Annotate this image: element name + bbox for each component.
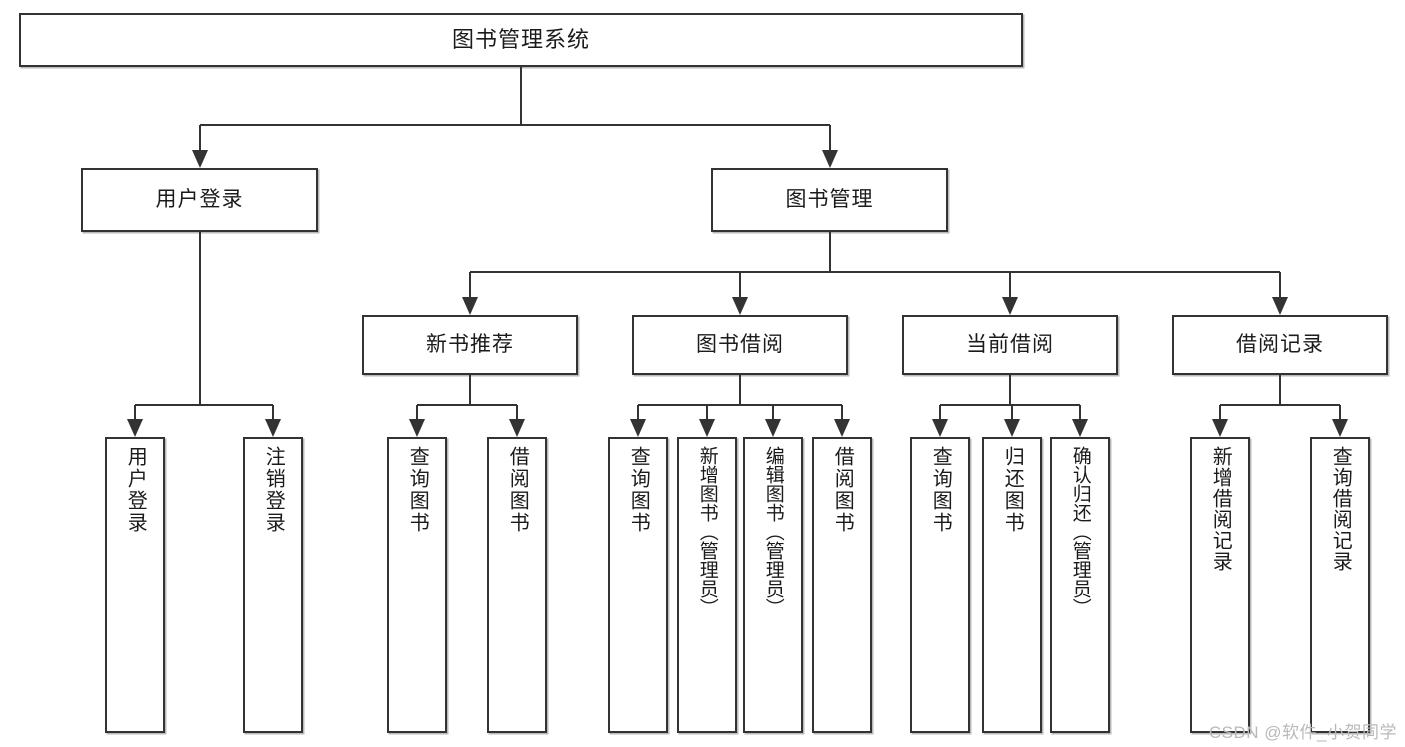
connector-new-book-recommend-stem (469, 375, 471, 405)
connector-current-borrow-bar (940, 404, 1080, 406)
leaf-label: 编辑图书（管理员） (762, 446, 784, 617)
connector-user-login-drop-1 (134, 405, 136, 419)
connector-current-borrow-drop (1079, 405, 1081, 419)
leaf-node-edit-book-admin[interactable]: 编辑图书（管理员） (743, 437, 803, 733)
arrowhead-leaf-edit-book-admin (765, 419, 781, 437)
csdn-watermark: CSDN @软件_小贺同学 (1208, 723, 1397, 742)
arrowhead-leaf-query-book-current (932, 419, 948, 437)
leaf-label: 新增图书（管理员） (696, 446, 718, 617)
leaf-node-query-book-borrow[interactable]: 查询图书 (608, 437, 668, 733)
leaf-label: 新增借阅记录 (1209, 446, 1232, 572)
connector-borrow-record-bar (1220, 404, 1340, 406)
leaf-label: 借阅图书 (506, 446, 529, 534)
connector-user-login-stem (198, 232, 201, 405)
node-book-borrow[interactable]: 图书借阅 (632, 315, 848, 375)
leaf-node-logout[interactable]: 注销登录 (243, 437, 303, 733)
connector-book-manage-bar (470, 271, 1280, 273)
connector-book-borrow-drop (637, 405, 639, 419)
arrowhead-book-borrow (732, 297, 748, 315)
node-user-login[interactable]: 用户登录 (81, 168, 318, 232)
connector-current-borrow-drop (1011, 405, 1013, 419)
arrowhead-leaf-add-borrow-record (1212, 419, 1228, 437)
leaf-label: 查询借阅记录 (1329, 446, 1352, 572)
connector-borrow-record-drop (1339, 405, 1341, 419)
leaf-label: 注销登录 (262, 446, 285, 534)
connector-new-book-recommend-bar (417, 404, 517, 406)
connector-root-drop-user-login (198, 125, 201, 150)
connector-book-borrow-stem (739, 375, 741, 405)
leaf-node-query-book-current[interactable]: 查询图书 (910, 437, 970, 733)
node-book-management-system[interactable]: 图书管理系统 (19, 13, 1023, 67)
connector-user-login-drop-2 (272, 405, 274, 419)
arrowhead-leaf-borrow-book (834, 419, 850, 437)
arrowhead-leaf-borrow-book-rec (509, 419, 525, 437)
connector-borrow-record-stem (1279, 375, 1281, 405)
arrowhead-leaf-query-book-borrow (630, 419, 646, 437)
connector-book-borrow-drop (706, 405, 708, 419)
connector-book-manage-drop-3 (1009, 272, 1011, 297)
leaf-node-borrow-book-recommend[interactable]: 借阅图书 (487, 437, 547, 733)
leaf-label: 查询图书 (406, 446, 429, 534)
leaf-label: 查询图书 (627, 446, 650, 534)
leaf-node-borrow-book[interactable]: 借阅图书 (812, 437, 872, 733)
arrowhead-user-login (191, 150, 208, 168)
arrowhead-book-manage (821, 150, 838, 168)
connector-user-login-bar (135, 404, 273, 406)
arrowhead-leaf-logout (265, 419, 281, 437)
arrowhead-current-borrow (1002, 297, 1018, 315)
node-new-book-recommend[interactable]: 新书推荐 (362, 315, 578, 375)
leaf-label: 用户登录 (124, 446, 147, 534)
arrowhead-leaf-user-login (127, 419, 143, 437)
arrowhead-leaf-query-book-rec (409, 419, 425, 437)
connector-book-borrow-bar (638, 404, 842, 406)
arrowhead-borrow-record (1272, 297, 1288, 315)
connector-root-bar (199, 124, 830, 126)
leaf-label: 归还图书 (1001, 446, 1024, 534)
node-current-borrow[interactable]: 当前借阅 (902, 315, 1118, 375)
connector-book-manage-drop-2 (739, 272, 741, 297)
connector-book-borrow-drop (841, 405, 843, 419)
connector-book-manage-drop-4 (1279, 272, 1281, 297)
connector-root-drop-book-manage (828, 125, 831, 150)
connector-current-borrow-stem (1009, 375, 1011, 405)
connector-current-borrow-drop (939, 405, 941, 419)
arrowhead-leaf-confirm-return-admin (1072, 419, 1088, 437)
leaf-node-return-book[interactable]: 归还图书 (982, 437, 1042, 733)
leaf-node-confirm-return-admin[interactable]: 确认归还（管理员） (1050, 437, 1110, 733)
arrowhead-leaf-return-book (1004, 419, 1020, 437)
leaf-node-add-borrow-record[interactable]: 新增借阅记录 (1190, 437, 1250, 733)
leaf-node-user-login[interactable]: 用户登录 (105, 437, 165, 733)
node-borrow-record[interactable]: 借阅记录 (1172, 315, 1388, 375)
leaf-node-add-book-admin[interactable]: 新增图书（管理员） (677, 437, 737, 733)
arrowhead-leaf-query-borrow-record (1332, 419, 1348, 437)
connector-book-borrow-drop (772, 405, 774, 419)
connector-book-manage-stem (828, 232, 831, 272)
connector-book-manage-drop-1 (469, 272, 471, 297)
connector-new-book-recommend-drop (416, 405, 418, 419)
leaf-label: 确认归还（管理员） (1069, 446, 1091, 617)
connector-new-book-recommend-drop (516, 405, 518, 419)
connector-root-stem (520, 67, 522, 125)
leaf-node-query-book-recommend[interactable]: 查询图书 (387, 437, 447, 733)
arrowhead-new-book-recommend (462, 297, 478, 315)
arrowhead-leaf-add-book-admin (699, 419, 715, 437)
leaf-node-query-borrow-record[interactable]: 查询借阅记录 (1310, 437, 1370, 733)
leaf-label: 借阅图书 (831, 446, 854, 534)
connector-borrow-record-drop (1219, 405, 1221, 419)
leaf-label: 查询图书 (929, 446, 952, 534)
node-book-management[interactable]: 图书管理 (711, 168, 948, 232)
